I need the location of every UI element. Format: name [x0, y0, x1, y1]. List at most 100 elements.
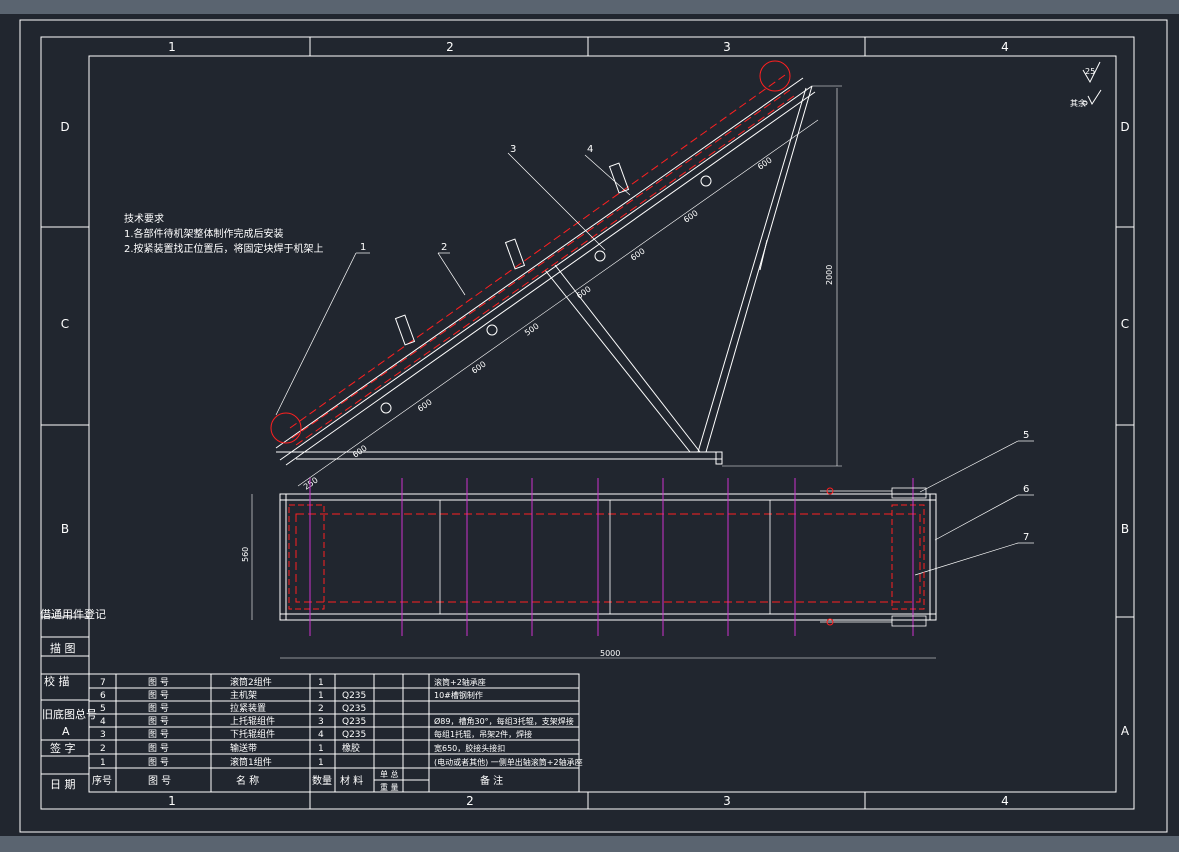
dim-length: 5000	[600, 649, 620, 658]
old-base-label: 旧底图总号	[42, 707, 97, 721]
date-label: 日 期	[50, 778, 76, 791]
bom-cell-no: 1	[100, 758, 106, 768]
A-label: A	[62, 725, 70, 738]
bom-cell-mat: Q235	[342, 730, 366, 740]
bom-h-no: 序号	[92, 774, 112, 787]
zone-dividers	[41, 37, 1134, 809]
dim-height: 2000	[825, 265, 834, 285]
row-label-Cr: C	[1121, 317, 1129, 331]
bom-cell-mat: Q235	[342, 691, 366, 701]
bom-cell-code: 图 号	[148, 690, 169, 701]
drawing-frame	[88, 55, 1117, 793]
dim-pitch-8: 600	[756, 156, 774, 172]
bom-cell-qty: 4	[318, 730, 324, 740]
bom-cell-note: (电动或者其他) 一侧单出轴滚筒+2轴承座	[434, 757, 583, 767]
dim-end: 250	[302, 476, 320, 492]
row-label-Ar: A	[1121, 724, 1130, 738]
bom-cell-code: 图 号	[148, 729, 169, 740]
bom-h-name: 名 称	[236, 774, 259, 787]
dim-pitch-3: 600	[470, 360, 488, 376]
bom-cell-no: 4	[100, 717, 106, 727]
callout-leaders	[275, 152, 1034, 576]
col-label-4: 4	[1001, 40, 1009, 54]
bom-cell-name: 滚筒2组件	[230, 676, 272, 688]
outer-frame	[19, 19, 1168, 833]
dim-width: 560	[241, 547, 250, 562]
bom-cell-no: 3	[100, 730, 106, 740]
bom-cell-name: 输送带	[230, 742, 257, 754]
callout-5: 5	[1023, 430, 1029, 441]
dim-pitch-5: 600	[575, 285, 593, 301]
bom-cell-name: 拉紧装置	[230, 702, 266, 714]
bom-cell-name: 下托辊组件	[230, 728, 275, 740]
bom-cell-note: 滚筒+2轴承座	[434, 677, 486, 687]
dim-pitch-1: 600	[351, 444, 369, 460]
col-label-3b: 3	[723, 794, 731, 808]
bom-cell-code: 图 号	[148, 757, 169, 768]
bom-cell-qty: 2	[318, 704, 324, 714]
bom-cell-name: 主机架	[230, 689, 257, 701]
row-label-B: B	[61, 522, 69, 536]
callout-2: 2	[441, 242, 447, 253]
bom-cell-no: 6	[100, 691, 106, 701]
bom-cell-note: 每组1托辊，吊架2件，焊接	[434, 729, 532, 739]
borrow-label: 借通用件登记	[40, 607, 106, 621]
bom-h-code: 图 号	[148, 775, 171, 787]
drawing-canvas[interactable]: 1 2 3 4 1 2 3 4 D C B D C B A 借通用件登	[0, 14, 1179, 836]
dim-pitch-6: 600	[629, 247, 647, 263]
bom-cell-mat: Q235	[342, 704, 366, 714]
roughness-value: 25	[1085, 67, 1095, 76]
col-label-1b: 1	[168, 794, 176, 808]
conveyor-plan-view	[251, 478, 937, 659]
col-label-2b: 2	[466, 794, 474, 808]
bom-cell-qty: 1	[318, 678, 324, 688]
window-top-bar	[0, 0, 1179, 14]
callout-6: 6	[1023, 484, 1029, 495]
callout-7: 7	[1023, 532, 1029, 543]
bom-cell-no: 5	[100, 704, 106, 714]
bom-cell-qty: 1	[318, 758, 324, 768]
bom-cell-qty: 1	[318, 744, 324, 754]
check-label: 校 描	[44, 674, 70, 688]
dim-pitch-2: 600	[416, 398, 434, 414]
row-label-C: C	[61, 317, 69, 331]
row-label-Br: B	[1121, 522, 1129, 536]
callout-4: 4	[587, 144, 593, 155]
bom-cell-mat: Q235	[342, 717, 366, 727]
bom-cell-code: 图 号	[148, 677, 169, 688]
trace-label: 描 图	[50, 641, 76, 655]
bom-h-qty: 数量	[312, 774, 332, 787]
bom-cell-mat: 橡胶	[342, 742, 360, 754]
tail-pulley	[270, 412, 302, 444]
zone-labels: 1 2 3 4 1 2 3 4 D C B D C B A	[60, 40, 1130, 808]
bom-h-note: 备 注	[480, 774, 503, 787]
tech-line-1: 1.各部件待机架整体制作完成后安装	[124, 227, 284, 240]
bom-cell-qty: 3	[318, 717, 324, 727]
bom-cell-note: 宽650，胶接头接扣	[434, 743, 505, 753]
col-label-4b: 4	[1001, 794, 1009, 808]
bom-cell-code: 图 号	[148, 703, 169, 714]
roughness-symbol	[1082, 61, 1102, 106]
callout-3: 3	[510, 144, 516, 155]
bom-cell-note: 10#槽钢制作	[434, 690, 483, 700]
col-label-2: 2	[446, 40, 454, 54]
head-pulley	[759, 60, 791, 92]
bom-cell-code: 图 号	[148, 743, 169, 754]
bom-h-wt-top: 单 总	[380, 769, 399, 779]
dim-pitch-7: 600	[682, 209, 700, 225]
bom-cell-name: 滚筒1组件	[230, 756, 272, 768]
conveyor-side-view	[270, 60, 842, 487]
roughness-rest: 其余	[1070, 98, 1086, 108]
row-label-D: D	[60, 120, 69, 134]
bom-h-mat: 材 料	[340, 774, 363, 787]
col-label-3: 3	[723, 40, 731, 54]
tech-title: 技术要求	[124, 212, 164, 225]
col-label-1: 1	[168, 40, 176, 54]
tech-line-2: 2.按紧装置找正位置后，将固定块焊于机架上	[124, 242, 324, 255]
window-bottom-bar	[0, 836, 1179, 852]
bom-cell-name: 上托辊组件	[230, 715, 275, 727]
row-label-Dr: D	[1120, 120, 1129, 134]
bom-table-lines	[88, 673, 580, 793]
